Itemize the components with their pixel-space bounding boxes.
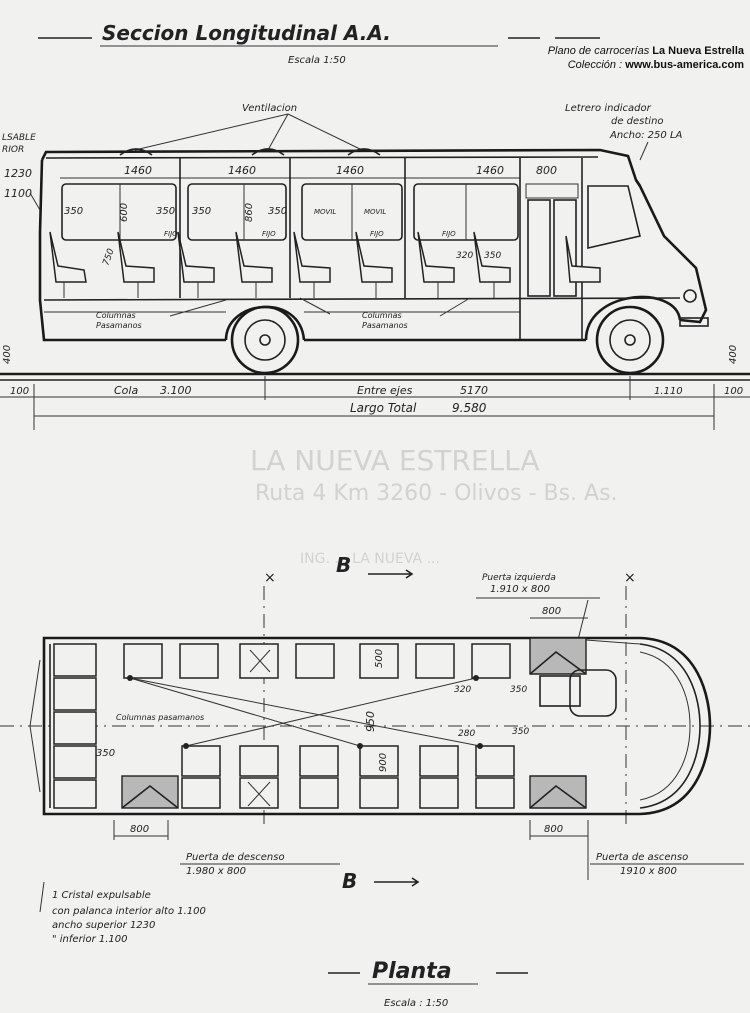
door-exit-size: 1.980 x 800: [186, 866, 246, 877]
door-left-label: Puerta izquierda: [482, 573, 556, 583]
plan-scale: Escala : 1:50: [384, 998, 448, 1009]
bay-1: 1460: [124, 164, 152, 177]
wheelbase-label: Entre ejes: [357, 384, 413, 397]
section-title: Seccion Longitudinal A.A.: [102, 21, 391, 45]
sign-label-2: de destino: [611, 116, 664, 127]
dim-350-rear: 350: [96, 748, 115, 759]
stamp-line3: ING. ... LA NUEVA ...: [300, 551, 440, 567]
stamp-line2: Ruta 4 Km 3260 - Olivos - Bs. As.: [255, 481, 618, 506]
note-1: 1 Cristal expulsable: [52, 890, 151, 901]
dim-320: 320: [456, 251, 473, 261]
fixed-4: FIJO: [442, 230, 456, 238]
dim-280: 280: [458, 729, 475, 739]
movable-2: MOVIL: [364, 208, 386, 216]
dim-w6: 350: [268, 206, 287, 217]
h400-right: 400: [728, 345, 739, 364]
fixed-2: FIJO: [262, 230, 276, 238]
door-left-size: 1.910 x 800: [490, 584, 550, 595]
left-1230: 1230: [4, 167, 32, 180]
rear-wheel: [230, 305, 300, 375]
note-3: ancho superior 1230: [52, 920, 155, 931]
bay-5: 800: [536, 164, 557, 177]
door-entry-size: 1910 x 800: [620, 866, 677, 877]
cola-label: Cola: [114, 384, 138, 397]
left-1100: 1100: [4, 187, 32, 200]
stamp-line1: LA NUEVA ESTRELLA: [250, 444, 540, 477]
end-front: 100: [724, 386, 743, 397]
plan-columns-label: Columnas pasamanos: [116, 713, 204, 722]
company-stamp: LA NUEVA ESTRELLA Ruta 4 Km 3260 - Olivo…: [250, 444, 618, 567]
dim-w3: 350: [156, 206, 175, 217]
axis-x-1: ×: [264, 570, 276, 586]
left-note-2: RIOR: [2, 145, 24, 155]
dim-900: 900: [378, 753, 389, 772]
section-scale: Escala 1:50: [288, 55, 346, 66]
movable-1: MOVIL: [314, 208, 336, 216]
credit-line2: Colección :: [567, 59, 623, 71]
h400-left: 400: [2, 345, 13, 364]
dim-350-plan: 350: [510, 685, 527, 695]
bay-3: 1460: [336, 164, 364, 177]
front-overhang: 1.110: [654, 386, 683, 397]
columns-label-1b: Pasamanos: [96, 321, 142, 330]
plan-title: Planta: [372, 959, 452, 984]
dim-w4: 350: [192, 206, 211, 217]
dim-w7: 350: [484, 251, 501, 261]
credit-line1: Plano de carrocerías: [547, 45, 650, 57]
credit-url[interactable]: www.bus-america.com: [625, 59, 744, 71]
section-header: Seccion Longitudinal A.A. Escala 1:50: [38, 21, 600, 66]
dim-800-top: 800: [542, 606, 561, 617]
wheelbase-value: 5170: [460, 384, 488, 397]
dim-500: 500: [374, 649, 385, 668]
dim-w1: 350: [64, 206, 83, 217]
columns-label-1: Columnas: [96, 311, 136, 320]
front-wheel: [595, 305, 665, 375]
ventilation-label: Ventilacion: [242, 103, 297, 114]
length-label: Largo Total: [350, 401, 417, 415]
door-entry-label: Puerta de ascenso: [596, 852, 688, 863]
credit-brand: La Nueva Estrella: [652, 45, 744, 57]
bay-2: 1460: [228, 164, 256, 177]
sign-width: Ancho: 250 LA: [609, 130, 683, 141]
note-4: " inferior 1.100: [52, 934, 128, 945]
dim-w5: 860: [244, 203, 255, 222]
dim-350-plan-2: 350: [512, 727, 529, 737]
section-mark-bottom: B: [342, 869, 357, 893]
door-exit-label: Puerta de descenso: [186, 852, 285, 863]
note-2: con palanca interior alto 1.100: [52, 906, 206, 917]
fixed-3: FIJO: [370, 230, 384, 238]
dim-320-plan: 320: [454, 685, 471, 695]
bay-4: 1460: [476, 164, 504, 177]
plan-view: B × × Puerta izquierda 1.910 x 800 800: [0, 553, 750, 1009]
dim-750: 750: [101, 247, 116, 267]
columns-label-2b: Pasamanos: [362, 321, 408, 330]
section-mark-top: B: [336, 553, 351, 577]
dim-800-front: 800: [544, 824, 563, 835]
sign-label: Letrero indicador: [565, 103, 652, 114]
left-note-1: LSABLE: [2, 133, 36, 143]
side-view: Ventilacion Letrero indicador de destino…: [0, 103, 750, 430]
axis-x-2: ×: [624, 570, 636, 586]
columns-label-2: Columnas: [362, 311, 402, 320]
cola-value: 3.100: [160, 384, 192, 397]
source-credit: Plano de carrocerías La Nueva Estrella C…: [484, 44, 744, 72]
dim-800-rear: 800: [130, 824, 149, 835]
dim-950: 950: [364, 711, 377, 732]
dim-w2: 600: [119, 203, 130, 222]
fixed-1: FIJO: [164, 230, 178, 238]
length-value: 9.580: [452, 401, 487, 415]
end-rear: 100: [10, 386, 29, 397]
